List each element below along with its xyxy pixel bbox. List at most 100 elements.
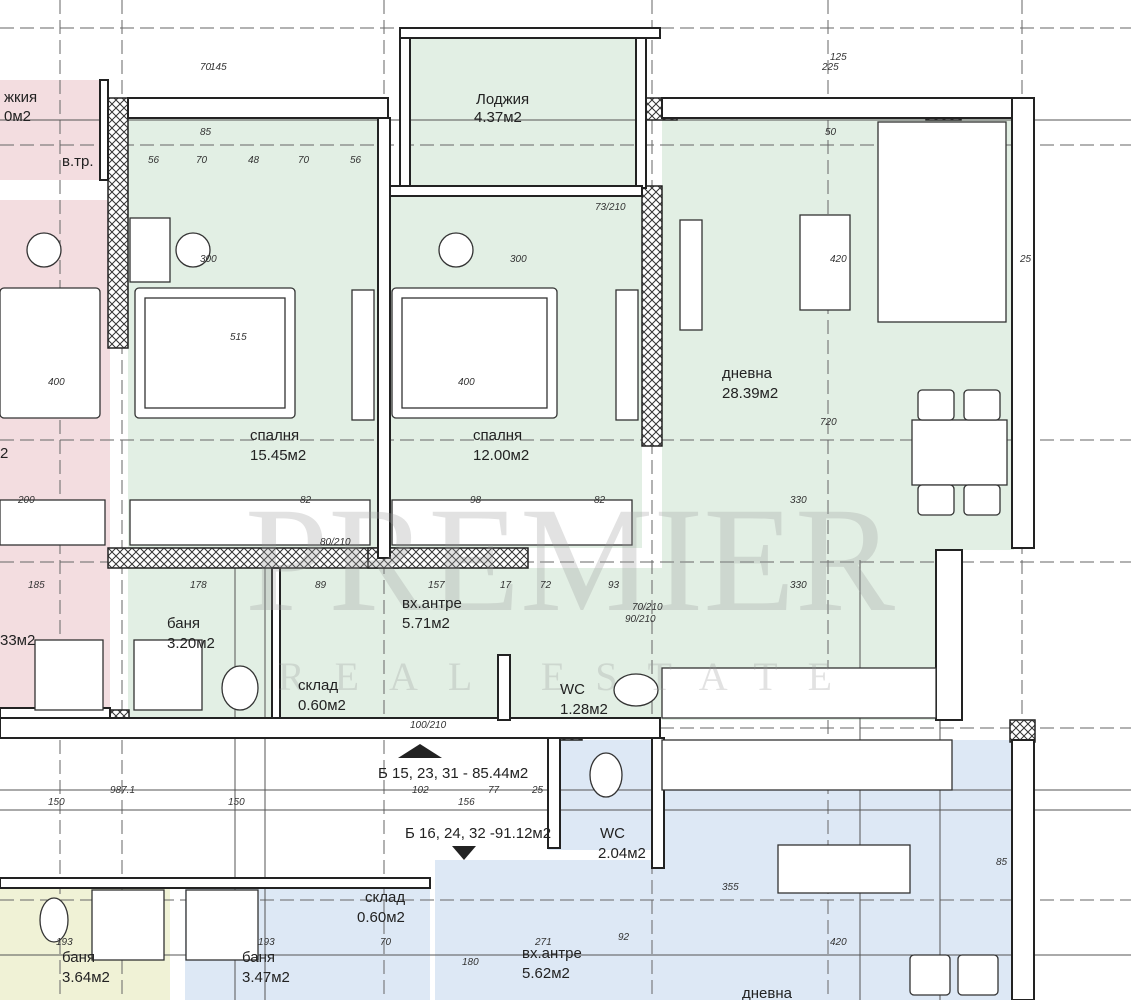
wc2-area: 2.04м2 — [598, 845, 646, 862]
loggia-area: 4.37м2 — [474, 109, 522, 126]
dimension-label: 150 — [48, 797, 65, 808]
loggia-left-area: 0м2 — [4, 108, 31, 125]
bedroom2-name: спалня — [473, 427, 522, 444]
dimension-label: 73/210 — [595, 202, 626, 213]
dimension-label: 80/210 — [320, 537, 351, 548]
left-partial-2: 33м2 — [0, 632, 35, 649]
apartment-labels: Б 15, 23, 31 - 85.44м2 Б 16, 24, 32 -91.… — [378, 744, 551, 860]
wc1-name: WC — [560, 681, 585, 698]
dimension-label: 200 — [17, 495, 35, 506]
wc2-name: WC — [600, 825, 625, 842]
dimension-label: 271 — [534, 937, 552, 948]
storage1-name: склад — [298, 677, 338, 694]
entry1-area: 5.71м2 — [402, 615, 450, 632]
entry-arrow-up-icon — [398, 744, 442, 758]
left-partial-1: 2 — [0, 445, 8, 462]
dimension-label: 150 — [228, 797, 245, 808]
dimension-label: 56 — [350, 155, 362, 166]
dimension-label: 70 — [196, 155, 208, 166]
bedroom1-area: 15.45м2 — [250, 447, 306, 464]
dimension-label: 400 — [48, 377, 65, 388]
bath1-name: баня — [167, 615, 200, 632]
entry-arrow-down-icon — [452, 846, 476, 860]
bath1-area: 3.20м2 — [167, 635, 215, 652]
dimension-label: 420 — [830, 937, 847, 948]
dimension-label: 400 — [458, 377, 475, 388]
apartment-upper-label: Б 15, 23, 31 - 85.44м2 — [378, 765, 528, 782]
dimension-label: 48 — [248, 155, 260, 166]
dimension-label: 70/210 — [632, 602, 663, 613]
dimension-label: 92 — [618, 932, 630, 943]
room-labels: жкия 0м2 в.тр. Лоджия 4.37м2 спалня 15.4… — [0, 89, 793, 1000]
dimension-label: 98 — [470, 495, 482, 506]
dimension-label: 330 — [790, 580, 807, 591]
dimension-label: 82 — [300, 495, 312, 506]
dimension-label: 70 — [298, 155, 310, 166]
dimension-label: 77 — [488, 785, 500, 796]
loggia-name: Лоджия — [476, 91, 529, 108]
dimension-label: 300 — [510, 254, 527, 265]
dimension-label: 420 — [830, 254, 847, 265]
dimension-label: 180 — [462, 957, 479, 968]
dimension-label: 157 — [428, 580, 445, 591]
dimension-label: 145 — [210, 62, 227, 73]
dimension-label: 89 — [315, 580, 327, 591]
watermark-sub: REAL ESTATE — [278, 654, 862, 699]
room-entry-1 — [290, 568, 662, 718]
storage2-name: склад — [365, 889, 405, 906]
dimension-label: 193 — [56, 937, 73, 948]
dimension-label: 85 — [996, 857, 1008, 868]
dimension-label: 90/210 — [625, 614, 656, 625]
dimension-label: 100/210 — [410, 720, 447, 731]
dimension-label: 355 — [722, 882, 739, 893]
entry2-name: вх.антре — [522, 945, 582, 962]
loggia-left-name: жкия — [4, 89, 37, 106]
watermark: PREMIER REAL ESTATE — [245, 477, 895, 699]
bath3-area: 3.47м2 — [242, 969, 290, 986]
room-entry-2 — [435, 860, 665, 1000]
dimension-label: 70 — [200, 62, 212, 73]
bath2-name: баня — [62, 949, 95, 966]
dimension-label: 330 — [790, 495, 807, 506]
entry2-area: 5.62м2 — [522, 965, 570, 982]
dimension-label: 193 — [258, 937, 275, 948]
dimension-label: 25 — [1019, 254, 1032, 265]
vtr-label: в.тр. — [62, 153, 94, 170]
storage2-area: 0.60м2 — [357, 909, 405, 926]
dimension-label: 125 — [830, 52, 847, 63]
room-loggia-left — [0, 80, 106, 180]
bath2-area: 3.64м2 — [62, 969, 110, 986]
room-left-pink — [0, 200, 110, 710]
storage1-area: 0.60м2 — [298, 697, 346, 714]
dimension-label: 300 — [200, 254, 217, 265]
entry1-name: вх.антре — [402, 595, 462, 612]
dimension-label: 50 — [825, 127, 837, 138]
bedroom2-area: 12.00м2 — [473, 447, 529, 464]
dimension-label: 93 — [608, 580, 620, 591]
dimension-label: 225 — [821, 62, 839, 73]
dimension-labels: 56 70 48 70 56 70 145 85 225 125 50 25 3… — [17, 52, 1032, 968]
furniture — [0, 121, 1008, 996]
room-loggia — [410, 38, 636, 186]
dimension-label: 987.1 — [110, 785, 135, 796]
dimension-label: 85 — [200, 127, 212, 138]
dimension-label: 720 — [820, 417, 837, 428]
dimension-label: 70 — [380, 937, 392, 948]
walls — [0, 27, 1036, 1000]
living1-area: 28.39м2 — [722, 385, 778, 402]
dimension-label: 102 — [412, 785, 429, 796]
dimension-label: 515 — [230, 332, 247, 343]
dimension-label: 72 — [540, 580, 552, 591]
living1-name: дневна — [722, 365, 773, 382]
dimension-label: 82 — [594, 495, 606, 506]
dimension-label: 178 — [190, 580, 207, 591]
living2-name: дневна — [742, 985, 793, 1000]
dimension-label: 17 — [500, 580, 512, 591]
watermark-brand: PREMIER — [245, 477, 895, 643]
wc1-area: 1.28м2 — [560, 701, 608, 718]
dimension-label: 156 — [458, 797, 475, 808]
bedroom1-name: спалня — [250, 427, 299, 444]
apartment-lower-label: Б 16, 24, 32 -91.12м2 — [405, 825, 551, 842]
bath3-name: баня — [242, 949, 275, 966]
